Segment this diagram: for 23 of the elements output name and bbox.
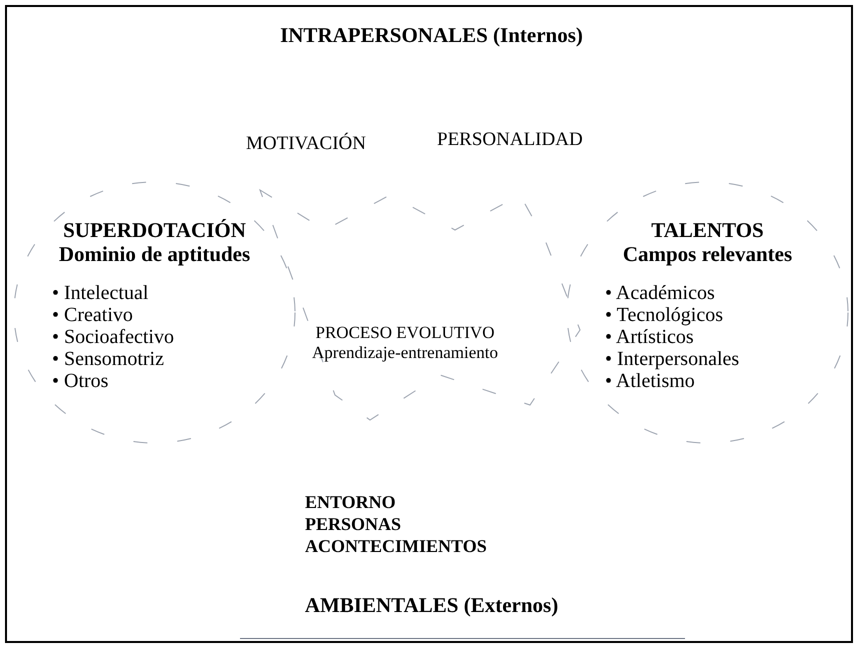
label-text: INTRAPERSONALES (Internos): [279, 22, 584, 49]
process-title: PROCESO EVOLUTIVO: [316, 323, 494, 343]
label-text: ACONTECIMIENTOS: [305, 536, 487, 556]
label-text: PERSONALIDAD: [437, 128, 583, 152]
label-text: PERSONAS: [305, 514, 402, 534]
list-item: • Artísticos: [605, 326, 694, 348]
list-item: • Tecnológicos: [605, 304, 723, 326]
list-item: • Intelectual: [52, 282, 148, 304]
label-text: MOTIVACIÓN: [246, 132, 366, 156]
list-item: • Socioafectivo: [52, 326, 174, 348]
list-item: • Creativo: [52, 304, 133, 326]
node-subheading: Dominio de aptitudes: [58, 242, 250, 266]
list-item: • Sensomotriz: [52, 348, 164, 370]
node-heading: SUPERDOTACIÓN: [63, 218, 246, 242]
process-subtitle: Aprendizaje-entrenamiento: [312, 343, 498, 363]
list-item: • Interpersonales: [605, 348, 740, 370]
label-text: ENTORNO: [305, 492, 396, 512]
node-heading: TALENTOS: [651, 218, 764, 242]
list-item: • Otros: [52, 370, 108, 392]
list-item: • Atletismo: [605, 370, 695, 392]
node-subheading: Campos relevantes: [622, 242, 792, 266]
list-item: • Académicos: [605, 282, 715, 304]
label-text: AMBIENTALES (Externos): [304, 592, 560, 619]
